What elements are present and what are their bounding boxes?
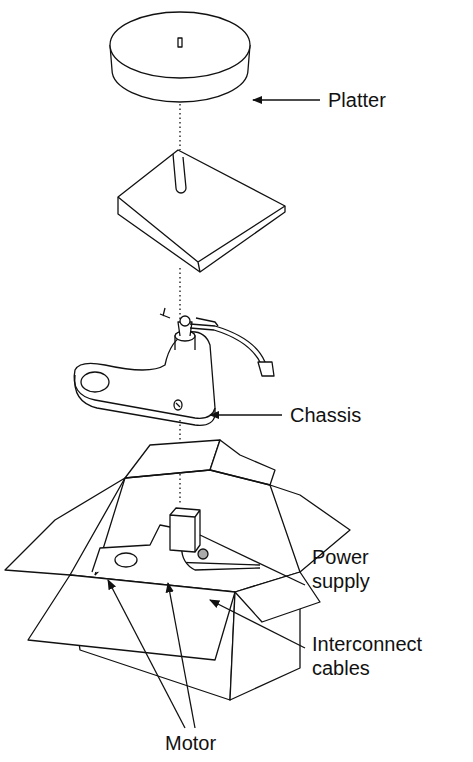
part-label: Chassis [290,403,361,427]
leader-lines [108,100,320,728]
part-label: Platter [328,88,386,112]
leader-line [210,600,305,648]
part-label: Power supply [312,545,407,593]
leader-line [253,99,320,100]
axis-line [179,95,180,150]
box-drawing [5,440,350,700]
leader-line [168,583,195,728]
leader-line [210,414,282,415]
part-label: Interconnect cables [312,632,452,680]
leader-line [108,580,185,728]
axis-line [179,268,180,325]
mat-drawing [118,150,285,272]
platter-drawing [110,12,250,102]
chassis-drawing [74,308,274,425]
part-label: Motor [165,731,216,755]
leader-line [200,535,305,585]
